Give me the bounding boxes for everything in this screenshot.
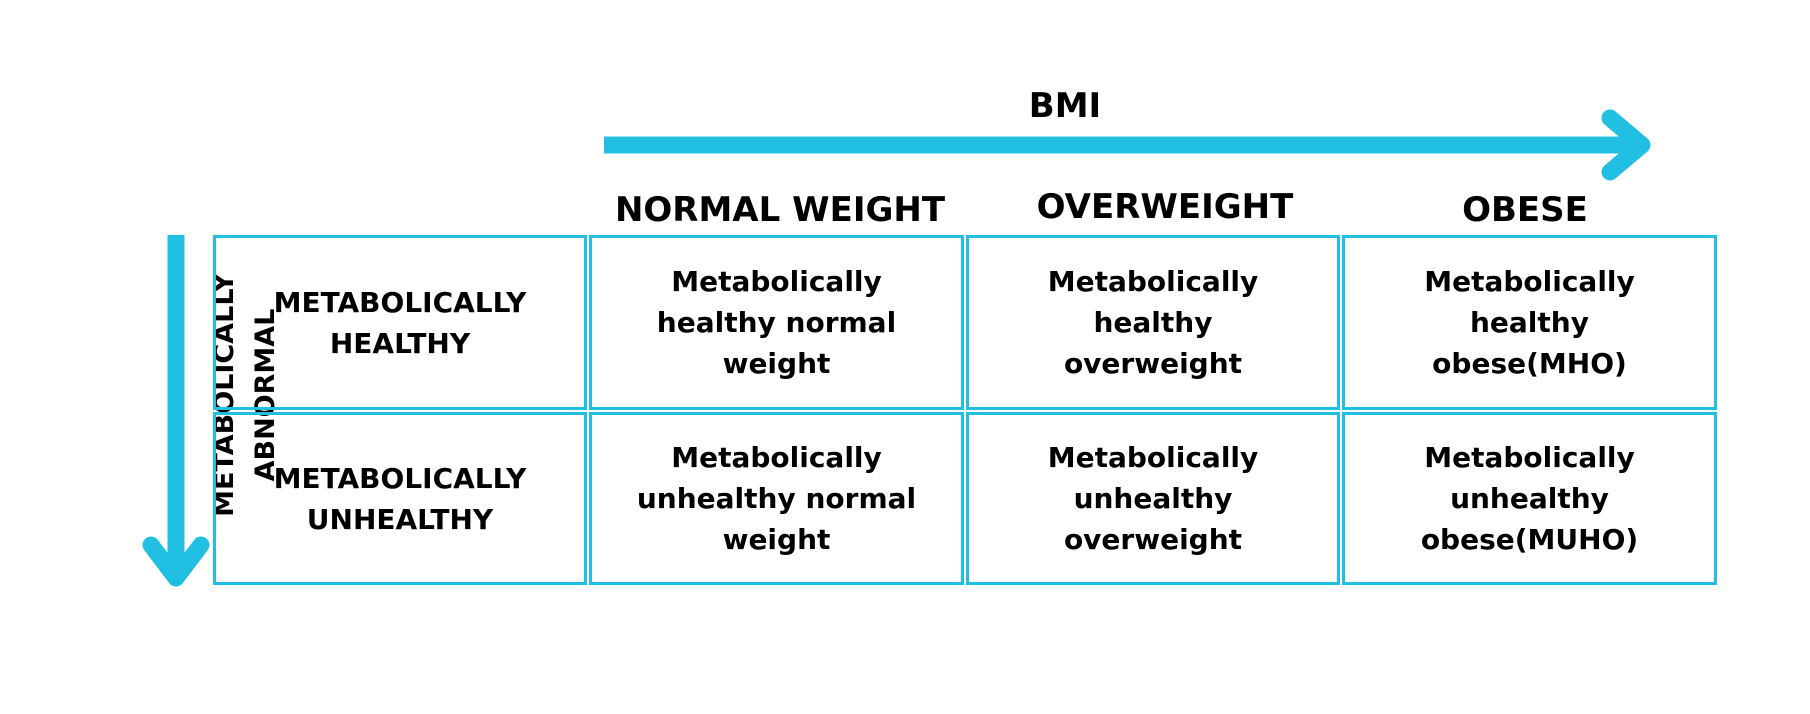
cell-line: Metabolically [671,441,882,474]
row-header-metabolically-unhealthy: METABOLICALLY UNHEALTHY [213,412,587,585]
row-header-metabolically-healthy: METABOLICALLY HEALTHY [213,235,587,410]
cell-healthy-normal-weight: Metabolically healthy normal weight [589,235,964,410]
bmi-arrow [604,109,1651,181]
cell-line: unhealthy [1073,482,1233,515]
metabolic-arrow [142,235,210,587]
cell-line: Metabolically [1047,265,1259,298]
cell-unhealthy-obese: Metabolically unhealthy obese(MUHO) [1342,412,1717,585]
cell-line: unhealthy [1450,482,1609,515]
cell-line: weight [722,523,831,556]
cell-line: Metabolically [1424,265,1635,298]
cell-line: healthy normal [656,306,897,339]
cell-line: healthy [1093,306,1213,339]
cell-line: Metabolically [1424,441,1635,474]
row-header-line: UNHEALTHY [306,502,494,536]
cell-healthy-overweight: Metabolically healthy overweight [966,235,1340,410]
cell-line: obese(MHO) [1432,347,1627,380]
cell-line: healthy [1469,306,1589,339]
cell-line: overweight [1063,523,1243,556]
cell-line: Metabolically [671,265,882,298]
cell-line: overweight [1063,347,1243,380]
cell-unhealthy-overweight: Metabolically unhealthy overweight [966,412,1340,585]
column-header-obese: OBESE [1462,190,1588,230]
row-header-line: METABOLICALLY [273,461,527,495]
cell-line: unhealthy normal [636,482,917,515]
cell-line: Metabolically [1047,441,1259,474]
cell-unhealthy-normal-weight: Metabolically unhealthy normal weight [589,412,964,585]
row-header-line: METABOLICALLY [273,285,527,319]
column-header-normal-weight: NORMAL WEIGHT [614,190,946,230]
column-header-overweight: OVERWEIGHT [1036,187,1294,227]
cell-line: weight [722,347,831,380]
cell-healthy-obese: Metabolically healthy obese(MHO) [1342,235,1717,410]
cell-line: obese(MUHO) [1420,523,1639,556]
bmi-axis-label: BMI [1028,86,1102,126]
row-header-line: HEALTHY [329,326,471,360]
